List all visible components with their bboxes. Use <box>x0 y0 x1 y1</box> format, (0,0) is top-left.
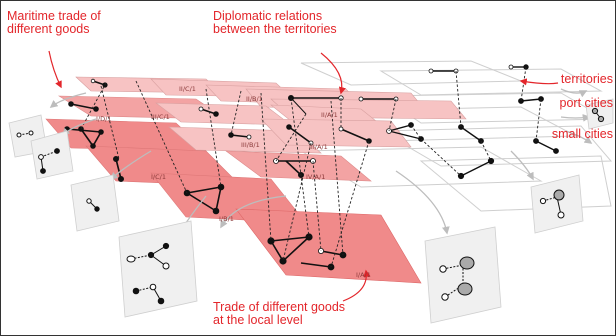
annotation-local-line1: Trade of different goods <box>213 300 346 314</box>
plane-label-IIIB1: III/B/1 <box>241 141 260 149</box>
annotation-maritime-line1: Maritime trade of <box>7 9 101 23</box>
city-panel-nodes <box>16 107 605 305</box>
plane-IA1 <box>235 208 422 284</box>
plane-label-IIC1: II/C/1 <box>179 85 196 93</box>
annotation-arrows <box>48 50 559 302</box>
layer-label-territories: territories <box>560 72 613 86</box>
annotation-maritime: Maritime trade of different goods <box>7 10 101 36</box>
annotation-local: Trade of different goods at the local le… <box>213 301 345 327</box>
plane-IIC1-row <box>75 76 467 120</box>
plane-label-IIA1: II/A/1 <box>321 111 338 119</box>
plane-label-IC1: I/C/1 <box>151 173 166 181</box>
small-city-panels <box>8 98 614 324</box>
plane-label-ID1: I/D/1 <box>96 115 111 123</box>
annotation-maritime-line2: different goods <box>7 22 90 36</box>
plane-label-IIIA1: III/A/1 <box>309 143 328 151</box>
annotation-diplomatic-line1: Diplomatic relations <box>213 9 323 23</box>
plane-label-IIIC1: III/C/1 <box>151 113 170 121</box>
annotation-diplomatic: Diplomatic relations between the territo… <box>213 10 337 36</box>
plane-row-3 <box>45 118 412 154</box>
dashed-links <box>80 66 542 268</box>
plane-label-IA1: I/A/1 <box>356 271 371 279</box>
plane-row-2 <box>57 95 382 126</box>
annotation-local-line2: at the local level <box>213 313 303 327</box>
plane-labels: II/C/1 II/B/1 II/A/1 I/D/1 III/C/1 I/C/1… <box>96 85 371 279</box>
background-layers <box>299 60 613 212</box>
plane-label-IIB1: II/B/1 <box>246 95 263 103</box>
annotation-diplomatic-line2: between the territories <box>213 22 337 36</box>
layer-label-port-cities: port cities <box>559 96 614 110</box>
layer-label-small-cities: small cities <box>551 127 613 141</box>
plane-label-IVA1: IV/A/1 <box>306 173 325 181</box>
plane-label-IB1: I/B/1 <box>219 215 234 223</box>
